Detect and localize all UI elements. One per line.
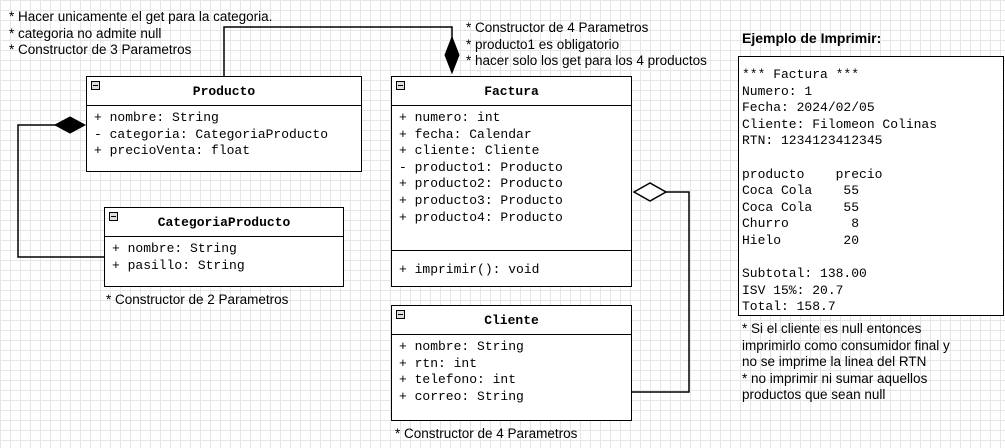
example-line: *** Factura *** bbox=[742, 67, 860, 82]
note-line: no se imprime la linea del RTN bbox=[742, 354, 927, 369]
attribute[interactable]: + rtn: int bbox=[399, 355, 478, 371]
class-header: Factura bbox=[392, 77, 631, 106]
example-line: Coca Cola 55 bbox=[742, 183, 860, 199]
note-producto: * Hacer unicamente el get para la catego… bbox=[9, 9, 272, 59]
attribute-list: + nombre: String + pasillo: String bbox=[105, 237, 343, 274]
note-line: * Constructor de 3 Parametros bbox=[9, 42, 192, 57]
attribute[interactable]: + numero: int bbox=[399, 110, 501, 125]
example-line: Churro 8 bbox=[742, 216, 860, 232]
attribute[interactable]: + precioVenta: float bbox=[94, 143, 251, 159]
class-name: Cliente bbox=[484, 313, 539, 328]
aggregation-connector-cliente-factura bbox=[629, 191, 690, 393]
attribute[interactable]: + producto4: Producto bbox=[399, 209, 563, 225]
note-line: * Si el cliente es null entonces bbox=[742, 321, 922, 336]
example-line bbox=[742, 250, 1003, 267]
example-line: Numero: 1 bbox=[742, 83, 813, 99]
example-line: Total: 158.7 bbox=[742, 299, 836, 315]
note-cliente: * Constructor de 4 Parametros bbox=[395, 426, 577, 443]
collapse-icon[interactable] bbox=[396, 310, 405, 319]
example-line: Coca Cola 55 bbox=[742, 199, 860, 215]
note-line: * Hacer unicamente el get para la catego… bbox=[9, 9, 273, 24]
attribute[interactable]: + telefono: int bbox=[399, 372, 517, 388]
class-name: CategoriaProducto bbox=[157, 215, 291, 230]
attribute-list: + numero: int + fecha: Calendar + client… bbox=[392, 106, 631, 250]
attribute-list: + nombre: String - categoria: CategoriaP… bbox=[87, 106, 361, 160]
attribute[interactable]: - categoria: CategoriaProducto bbox=[94, 126, 329, 142]
note-line: * producto1 es obligatorio bbox=[466, 36, 620, 52]
example-line bbox=[742, 150, 1003, 167]
composition-connector-categoria-producto bbox=[17, 124, 106, 258]
attribute[interactable]: + producto2: Producto bbox=[399, 176, 563, 192]
aggregation-diamond-factura bbox=[632, 182, 668, 202]
note-imprimir: * Si el cliente es null entonces imprimi… bbox=[742, 321, 950, 404]
example-line: Fecha: 2024/02/05 bbox=[742, 100, 875, 116]
class-header: Producto bbox=[87, 77, 361, 106]
collapse-icon[interactable] bbox=[109, 212, 118, 221]
note-line: * hacer solo los get para los 4 producto… bbox=[466, 53, 707, 68]
composition-diamond-factura bbox=[444, 35, 460, 75]
note-line: * Constructor de 2 Parametros bbox=[106, 292, 289, 307]
attribute[interactable]: + fecha: Calendar bbox=[399, 126, 532, 142]
attribute[interactable]: + nombre: String bbox=[94, 110, 219, 125]
note-line: * categoria no admite null bbox=[9, 25, 162, 41]
example-line: Hielo 20 bbox=[742, 232, 860, 248]
example-line: Cliente: Filomeon Colinas bbox=[742, 116, 938, 132]
note-line: * Constructor de 4 Parametros bbox=[466, 20, 649, 35]
class-name: Producto bbox=[192, 84, 256, 99]
example-line: RTN: 1234123412345 bbox=[742, 133, 883, 149]
example-line: ISV 15%: 20.7 bbox=[742, 282, 844, 298]
example-line: Subtotal: 138.00 bbox=[742, 266, 867, 282]
class-factura[interactable]: Factura + numero: int + fecha: Calendar … bbox=[391, 76, 632, 287]
collapse-icon[interactable] bbox=[396, 81, 405, 90]
composition-diamond-producto bbox=[53, 116, 87, 134]
attribute[interactable]: - producto1: Producto bbox=[399, 159, 563, 175]
note-line: * Constructor de 4 Parametros bbox=[395, 426, 578, 441]
attribute[interactable]: + cliente: Cliente bbox=[399, 143, 540, 159]
example-line: producto precio bbox=[742, 166, 883, 182]
class-name: Factura bbox=[484, 84, 539, 99]
note-line: * no imprimir ni sumar aquellos bbox=[742, 370, 928, 386]
attribute-list: + nombre: String + rtn: int + telefono: … bbox=[392, 335, 631, 405]
class-header: CategoriaProducto bbox=[105, 208, 343, 237]
class-producto[interactable]: Producto + nombre: String - categoria: C… bbox=[86, 76, 362, 172]
note-line: imprimirlo como consumidor final y bbox=[742, 337, 950, 353]
attribute[interactable]: + correo: String bbox=[399, 388, 524, 404]
example-output[interactable]: *** Factura *** Numero: 1 Fecha: 2024/02… bbox=[738, 56, 1004, 316]
method[interactable]: + imprimir(): void bbox=[399, 262, 540, 277]
attribute[interactable]: + pasillo: String bbox=[112, 257, 245, 273]
collapse-icon[interactable] bbox=[91, 81, 100, 90]
note-factura: * Constructor de 4 Parametros * producto… bbox=[466, 20, 707, 70]
attribute[interactable]: + nombre: String bbox=[112, 241, 237, 256]
note-categoria: * Constructor de 2 Parametros bbox=[106, 292, 288, 309]
attribute[interactable]: + nombre: String bbox=[399, 339, 524, 354]
attribute[interactable]: + producto3: Producto bbox=[399, 192, 563, 208]
example-title: Ejemplo de Imprimir: bbox=[742, 30, 882, 46]
method-list: + imprimir(): void bbox=[392, 250, 631, 279]
class-header: Cliente bbox=[392, 306, 631, 335]
note-line: productos que sean null bbox=[742, 387, 886, 402]
class-categoria-producto[interactable]: CategoriaProducto + nombre: String + pas… bbox=[104, 207, 344, 287]
class-cliente[interactable]: Cliente + nombre: String + rtn: int + te… bbox=[391, 305, 632, 421]
